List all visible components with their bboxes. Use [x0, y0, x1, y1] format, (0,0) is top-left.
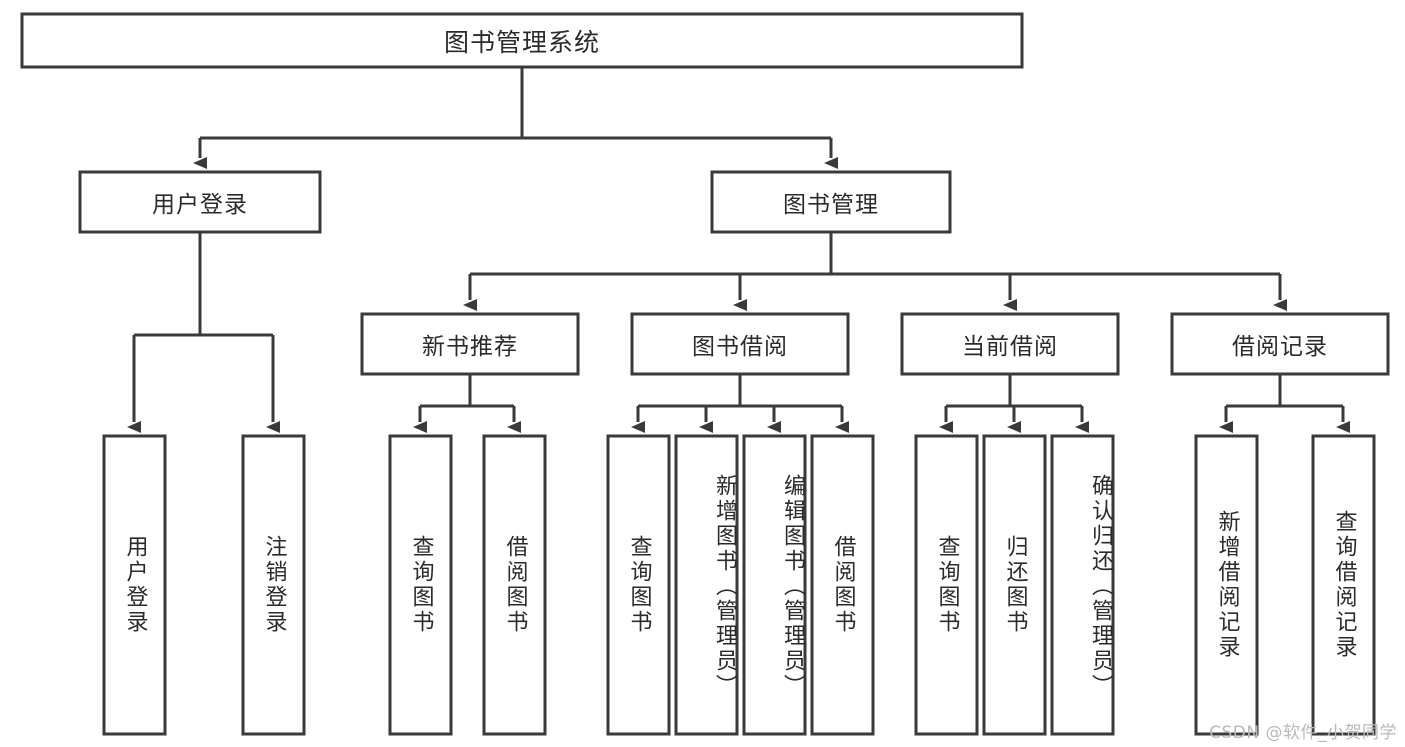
- leaf-add-record-box[interactable]: [1194, 434, 1259, 736]
- leaf-return-book-box[interactable]: [982, 434, 1047, 736]
- connector-book-manage-to-level3: [463, 232, 1287, 311]
- node-new-book-recommend-box[interactable]: [360, 312, 580, 376]
- connector-root-to-level2: [193, 67, 838, 169]
- node-borrow-record-box[interactable]: [1170, 312, 1390, 376]
- leaf-borrow-book-2-box[interactable]: [810, 434, 875, 736]
- connector-user-login-to-leaves: [127, 232, 280, 433]
- leaf-user-login-box[interactable]: [102, 434, 167, 736]
- node-user-login-box[interactable]: [78, 170, 322, 234]
- leaf-query-record-box[interactable]: [1311, 434, 1376, 736]
- leaf-query-book-2-box[interactable]: [606, 434, 671, 736]
- leaf-query-book-3-box[interactable]: [914, 434, 979, 736]
- node-current-borrow-box[interactable]: [900, 312, 1120, 376]
- connector-current-borrow-to-leaves: [939, 374, 1089, 433]
- node-book-borrow-box[interactable]: [630, 312, 850, 376]
- connector-borrow-record-to-leaves: [1219, 374, 1350, 433]
- leaf-borrow-book-1-box[interactable]: [482, 434, 547, 736]
- leaf-confirm-return-box[interactable]: [1050, 434, 1115, 736]
- leaf-edit-book-box[interactable]: [742, 434, 807, 736]
- leaf-logout-box[interactable]: [241, 434, 306, 736]
- leaf-add-book-box[interactable]: [674, 434, 739, 736]
- connector-new-book-to-leaves: [413, 374, 521, 433]
- leaf-query-book-1-box[interactable]: [388, 434, 453, 736]
- connector-book-borrow-to-leaves: [631, 374, 849, 433]
- node-root-box[interactable]: [20, 12, 1024, 69]
- node-book-manage-box[interactable]: [710, 170, 952, 234]
